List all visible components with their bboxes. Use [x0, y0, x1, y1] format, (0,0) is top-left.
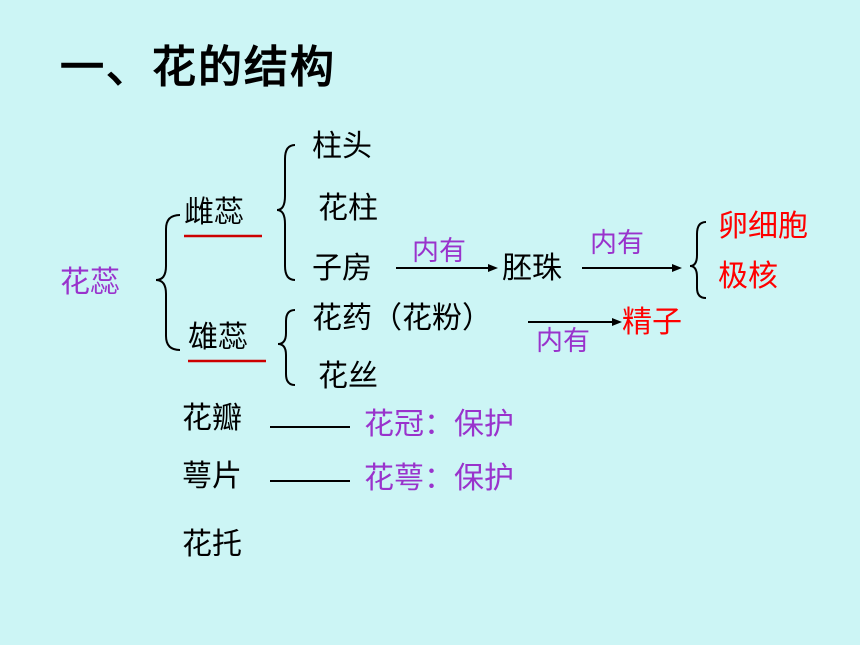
node-huaban: 花瓣 — [182, 401, 242, 436]
node-epian: 萼片 — [182, 459, 242, 494]
brace-cirui — [276, 144, 296, 281]
node-huazhu: 花柱 — [318, 191, 378, 226]
node-huayao: 花药（花粉） — [312, 301, 492, 336]
node-peizhu: 胚珠 — [502, 251, 562, 286]
node-zhutou: 柱头 — [312, 129, 372, 164]
node-zifang: 子房 — [312, 251, 372, 286]
brace-huarui — [155, 214, 181, 351]
brace-nucleus — [689, 221, 707, 299]
node-jihe: 极核 — [718, 259, 778, 294]
node-huaguan: 花冠：保护 — [364, 407, 514, 442]
node-xiongrui: 雄蕊 — [188, 320, 248, 355]
node-huae: 花萼：保护 — [364, 461, 514, 496]
edge-label-zifang-peizhu: 内有 — [412, 236, 466, 267]
node-huarui: 花蕊 — [60, 265, 120, 300]
node-cirui: 雌蕊 — [184, 195, 244, 230]
edge-label-peizhu-nucleus: 内有 — [590, 228, 644, 259]
page-title: 一、花的结构 — [60, 42, 336, 93]
edge-label-huayao-jingzi: 内有 — [536, 326, 590, 357]
brace-xiongrui — [277, 309, 296, 386]
node-huatuo: 花托 — [182, 527, 242, 562]
node-luanxibao: 卵细胞 — [718, 209, 808, 244]
node-jingzi: 精子 — [622, 305, 682, 340]
node-huasi: 花丝 — [318, 359, 378, 394]
